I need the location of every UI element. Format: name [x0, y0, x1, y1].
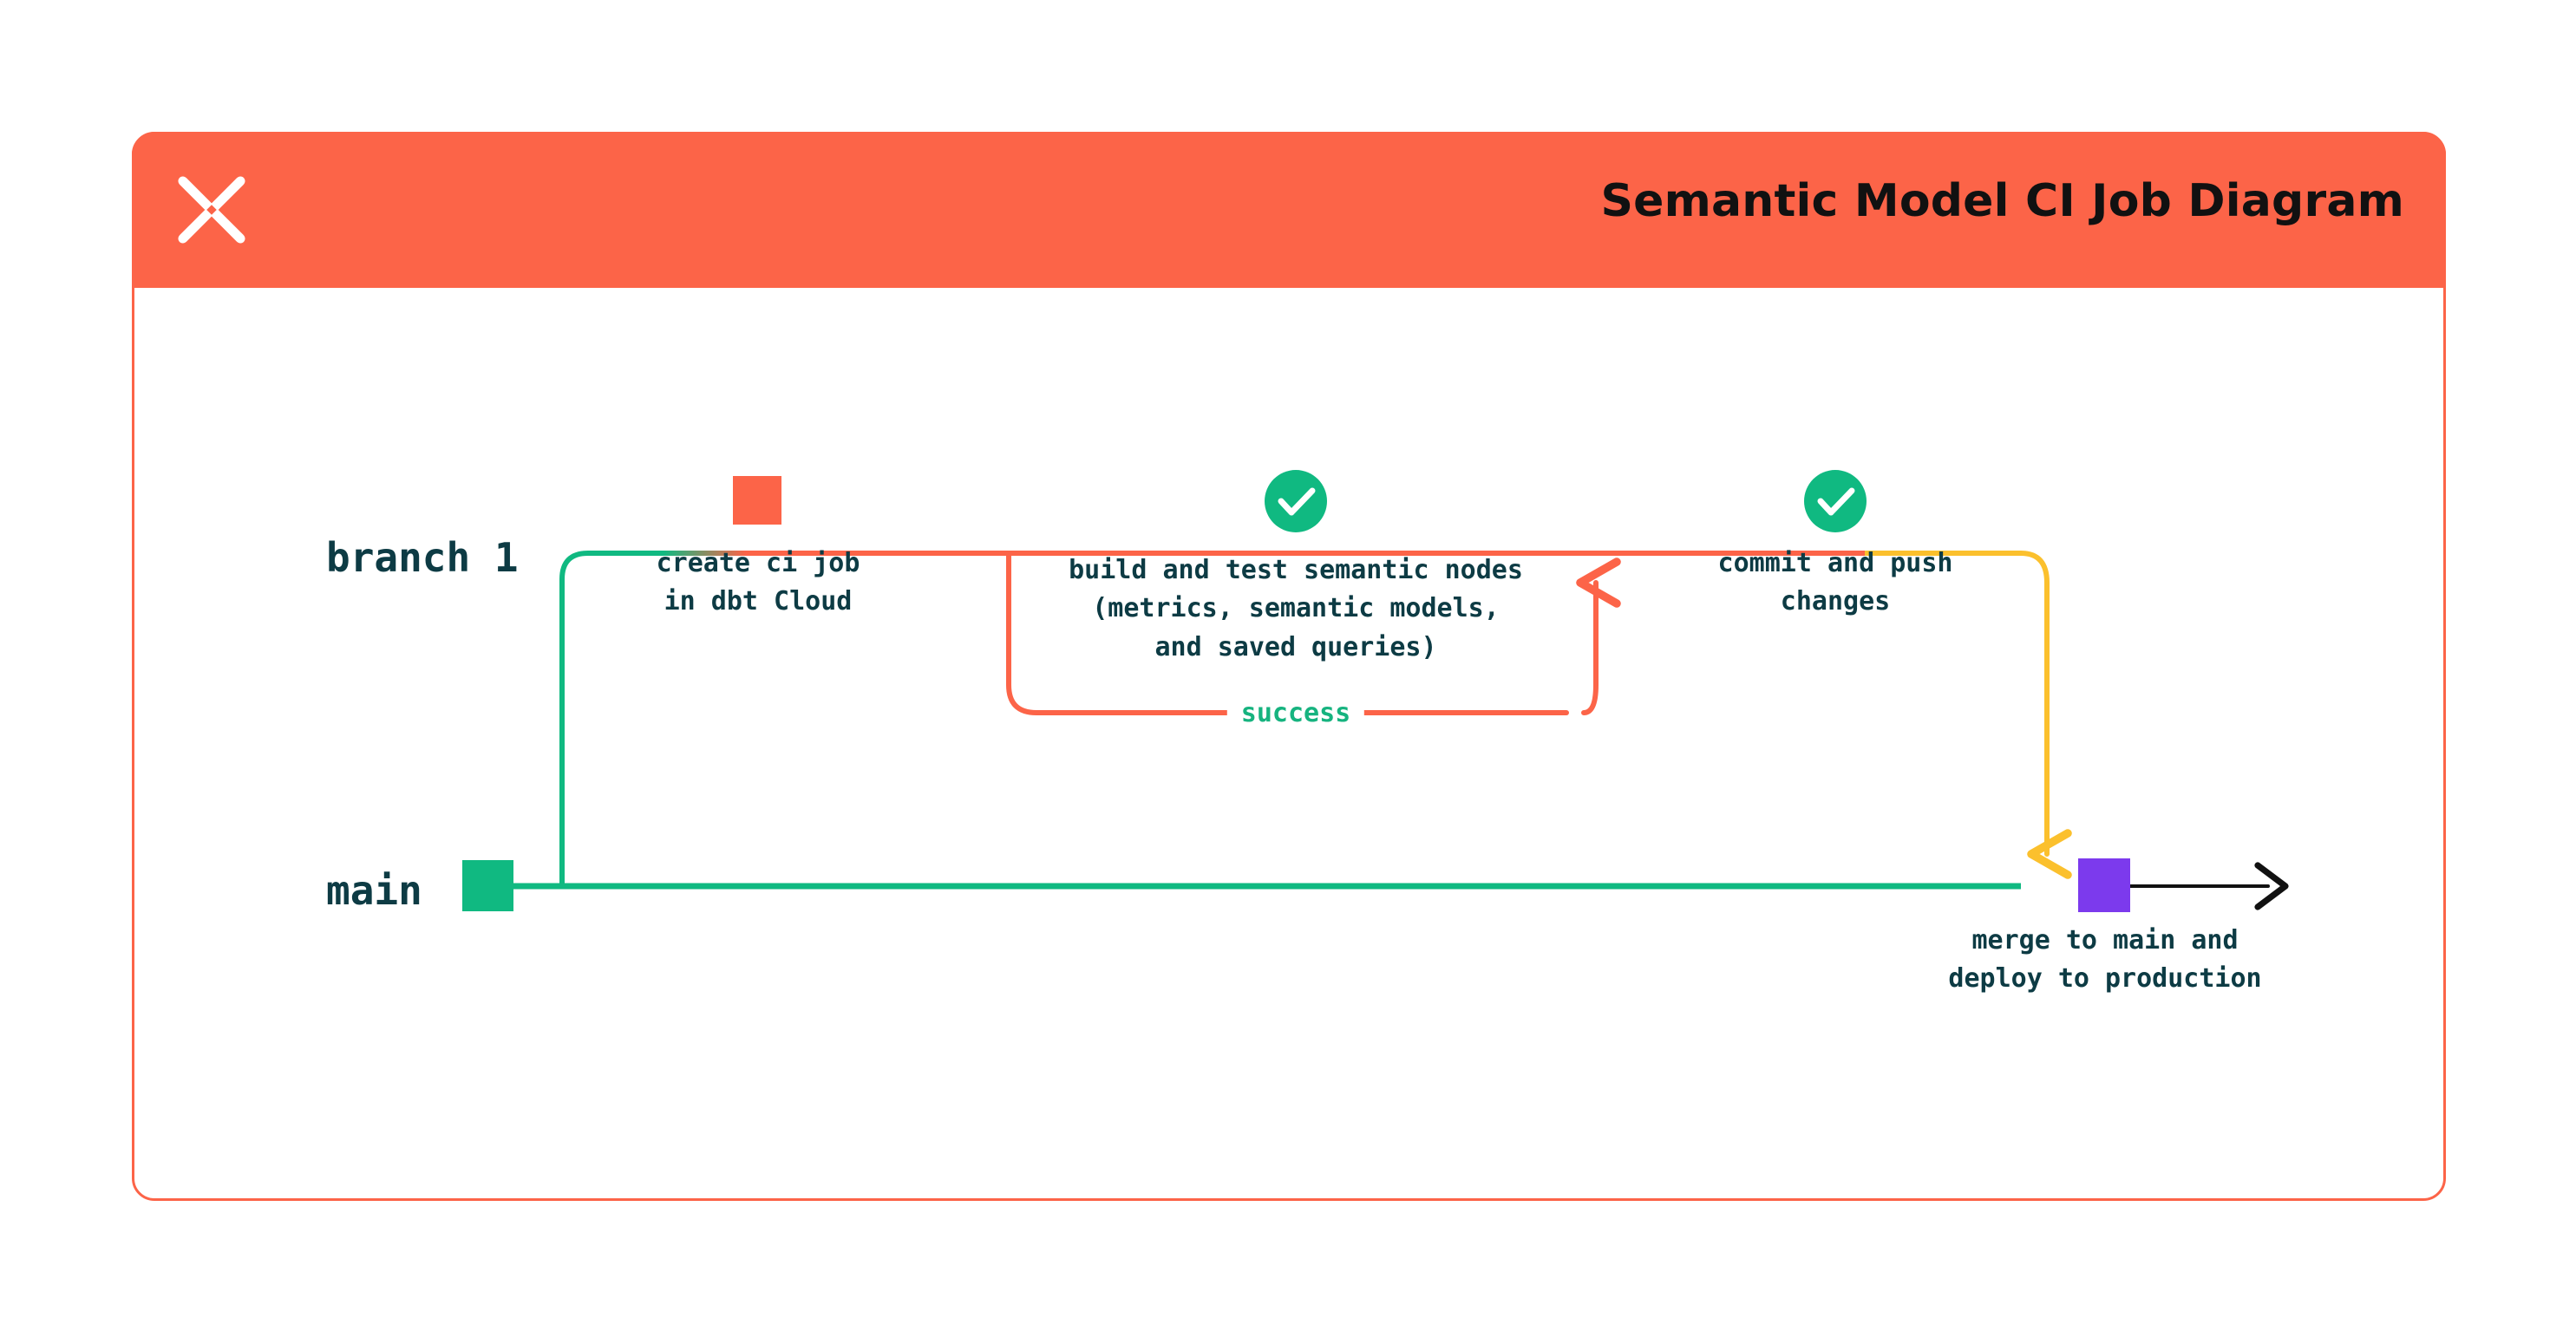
page-title: Semantic Model CI Job Diagram [1600, 175, 2404, 227]
lane-label-main: main [326, 867, 422, 914]
card-header: Semantic Model CI Job Diagram [132, 132, 2446, 288]
node-caption-commit-and-push: commit and push changes [1717, 548, 1953, 617]
edge-label-success: success [1226, 698, 1365, 728]
node-caption-merge-to-main: merge to main and deploy to production [1948, 925, 2262, 995]
diagram-card: Semantic Model CI Job Diagram [132, 132, 2446, 1201]
dbt-logo [170, 168, 253, 251]
lane-label-branch1: branch 1 [326, 534, 519, 581]
node-caption-create-ci-job: create ci job in dbt Cloud [656, 548, 860, 617]
node-caption-build-and-test: build and test semantic nodes (metrics, … [1069, 555, 1523, 662]
